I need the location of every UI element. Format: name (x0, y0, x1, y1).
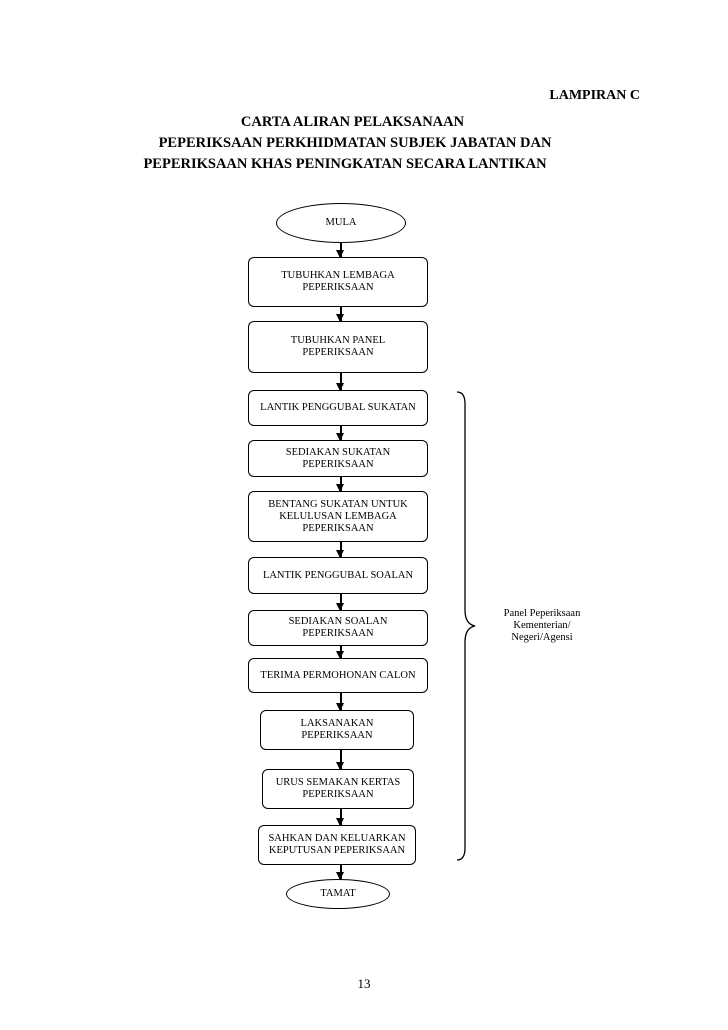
appendix-label: LAMPIRAN C (549, 88, 640, 103)
flow-step-terima-permohonan: TERIMA PERMOHONAN CALON (248, 658, 428, 693)
flow-step-label: SAHKAN DAN KELUARKAN KEPUTUSAN PEPERIKSA… (268, 833, 406, 856)
title-line-2: PEPERIKSAAN PERKHIDMATAN SUBJEK JABATAN … (158, 135, 552, 151)
flow-step-laksanakan-peperiksaan: LAKSANAKAN PEPERIKSAAN (260, 710, 414, 750)
flow-step-label: SEDIAKAN SOALAN PEPERIKSAAN (288, 616, 388, 639)
flow-step-label: TERIMA PERMOHONAN CALON (260, 669, 416, 681)
flow-step-lantik-penggubal-soalan: LANTIK PENGGUBAL SOALAN (248, 557, 428, 594)
arrow (337, 865, 343, 880)
flow-step-label: TUBUHKAN PANEL PEPERIKSAAN (290, 335, 386, 358)
flow-step-lantik-penggubal-sukatan: LANTIK PENGGUBAL SUKATAN (248, 390, 428, 426)
flow-step-bentang-sukatan: BENTANG SUKATAN UNTUK KELULUSAN LEMBAGA … (248, 491, 428, 542)
arrow (337, 542, 343, 558)
flow-step-label: BENTANG SUKATAN UNTUK KELULUSAN LEMBAGA … (268, 498, 408, 534)
flow-step-sahkan-keputusan: SAHKAN DAN KELUARKAN KEPUTUSAN PEPERIKSA… (258, 825, 416, 865)
bracket-label-text: Panel Peperiksaan Kementerian/ Negeri/Ag… (503, 608, 581, 643)
end-node-label: TAMAT (320, 888, 356, 899)
title-line-3: PEPERIKSAAN KHAS PENINGKATAN SECARA LANT… (143, 156, 547, 172)
arrow (337, 477, 343, 492)
arrow (337, 809, 343, 826)
flow-step-tubuhkan-lembaga: TUBUHKAN LEMBAGA PEPERIKSAAN (248, 257, 428, 307)
arrow (337, 594, 343, 611)
right-brace (456, 391, 476, 861)
flow-step-sediakan-sukatan: SEDIAKAN SUKATAN PEPERIKSAAN (248, 440, 428, 477)
flow-step-label: LANTIK PENGGUBAL SOALAN (262, 569, 414, 581)
flow-step-label: SEDIAKAN SUKATAN PEPERIKSAAN (285, 446, 391, 470)
arrow (337, 373, 343, 391)
flow-step-label: LAKSANAKAN PEPERIKSAAN (300, 718, 374, 741)
arrow (337, 750, 343, 770)
flow-step-sediakan-soalan: SEDIAKAN SOALAN PEPERIKSAAN (248, 610, 428, 646)
title-line-1: CARTA ALIRAN PELAKSANAAN (240, 114, 465, 130)
flow-step-label: TUBUHKAN LEMBAGA PEPERIKSAAN (281, 270, 395, 293)
arrow (337, 243, 343, 258)
bracket-label: Panel Peperiksaan Kementerian/ Negeri/Ag… (492, 608, 592, 644)
end-node: TAMAT (286, 879, 390, 909)
flow-step-label: URUS SEMAKAN KERTAS PEPERIKSAAN (275, 777, 401, 800)
page-number: 13 (357, 976, 371, 991)
start-node: MULA (276, 203, 406, 243)
arrow (337, 426, 343, 441)
flow-step-label: LANTIK PENGGUBAL SUKATAN (260, 402, 416, 413)
arrow (337, 693, 343, 711)
flow-step-urus-semakan: URUS SEMAKAN KERTAS PEPERIKSAAN (262, 769, 414, 809)
arrow (337, 646, 343, 659)
start-node-label: MULA (325, 217, 357, 228)
arrow (337, 307, 343, 322)
flow-step-tubuhkan-panel: TUBUHKAN PANEL PEPERIKSAAN (248, 321, 428, 373)
page-title: CARTA ALIRAN PELAKSANAAN PEPERIKSAAN PER… (120, 112, 610, 175)
